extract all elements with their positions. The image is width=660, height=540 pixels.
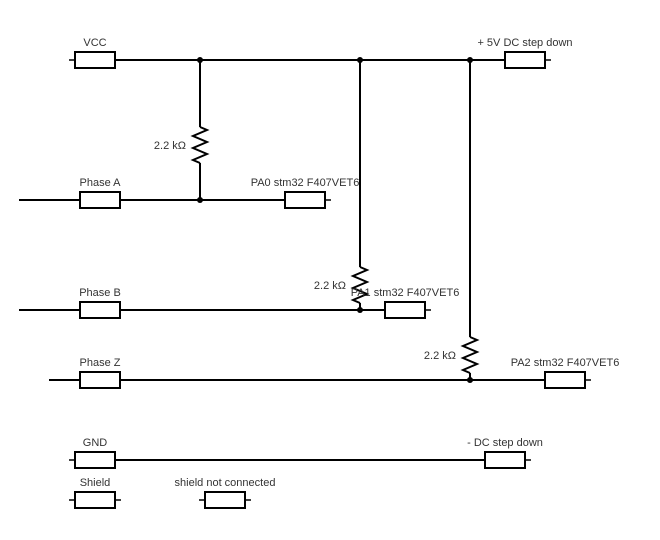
phase-z-connector [79, 371, 121, 389]
label-dc-up: + 5V DC step down [477, 37, 572, 49]
label-gnd: GND [83, 437, 108, 449]
label-phase-a: Phase A [80, 177, 122, 189]
vcc-connector [74, 51, 116, 69]
label-r3: 2.2 kΩ [424, 350, 456, 362]
label-dc-down: - DC step down [467, 437, 543, 449]
phase-a-connector [79, 191, 121, 209]
shield-nc-connector [204, 491, 246, 509]
label-pa2: PA2 stm32 F407VET6 [511, 357, 620, 369]
junction-dot [357, 307, 363, 313]
shield-connector [74, 491, 116, 509]
label-shield: Shield [80, 477, 111, 489]
resistor-r3 [460, 336, 480, 374]
label-phase-z: Phase Z [80, 357, 121, 369]
label-pa1: PA1 stm32 F407VET6 [351, 287, 460, 299]
pa0-connector [284, 191, 326, 209]
label-r1: 2.2 kΩ [154, 140, 186, 152]
label-phase-b: Phase B [79, 287, 121, 299]
pa1-connector [384, 301, 426, 319]
label-pa0: PA0 stm32 F407VET6 [251, 177, 360, 189]
junction-dot [197, 57, 203, 63]
gnd-connector [74, 451, 116, 469]
phase-b-connector [79, 301, 121, 319]
dc-up-connector [504, 51, 546, 69]
resistor-r1 [190, 126, 210, 164]
label-shield-nc: shield not connected [175, 477, 276, 489]
label-r2: 2.2 kΩ [314, 280, 346, 292]
label-vcc: VCC [83, 37, 106, 49]
junction-dot [467, 57, 473, 63]
pa2-connector [544, 371, 586, 389]
junction-dot [467, 377, 473, 383]
junction-dot [197, 197, 203, 203]
resistor-r2 [350, 266, 370, 304]
junction-dot [357, 57, 363, 63]
dc-down-connector [484, 451, 526, 469]
